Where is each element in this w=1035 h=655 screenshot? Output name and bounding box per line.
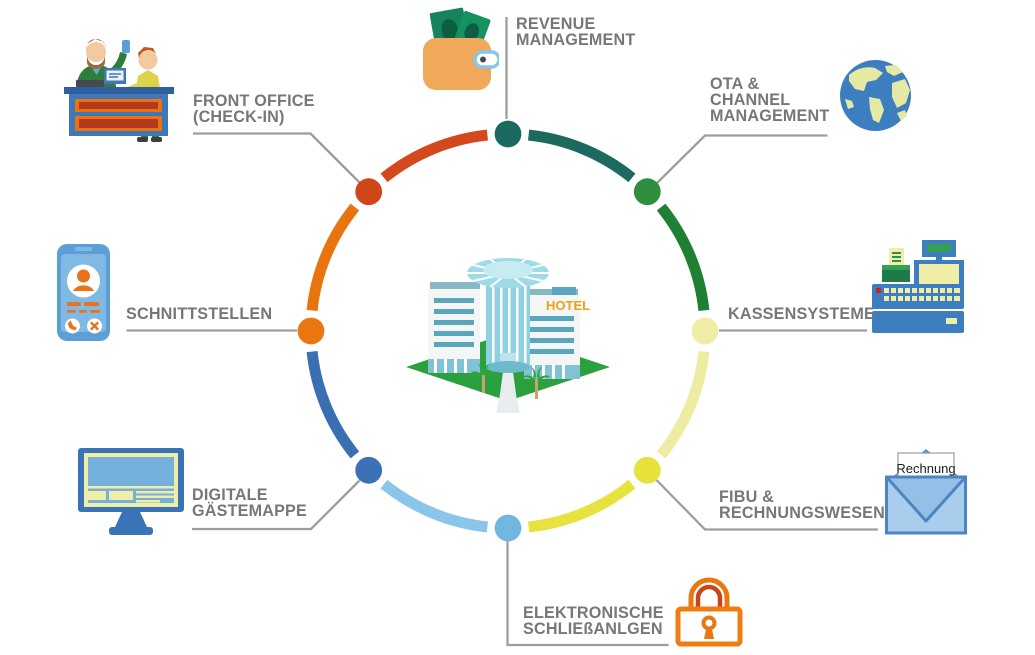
- label-line: ELEKTRONISCHE: [523, 603, 664, 622]
- ring-arc-kassensysteme: [656, 350, 710, 459]
- label-line: MANAGEMENT: [710, 106, 830, 125]
- ring-node-elektronische-schliessanlagen: [494, 514, 522, 542]
- label-line: CHANNEL: [710, 90, 791, 109]
- ring-node-ota-channel-management: [633, 178, 661, 206]
- invoice-paper-label: Rechnung: [896, 461, 955, 476]
- ring-arc-digitale-gaestemappe: [306, 350, 360, 459]
- cash-register-icon: [872, 238, 964, 335]
- label-revenue-management: REVENUE MANAGEMENT: [516, 14, 636, 49]
- label-line: REVENUE: [516, 14, 596, 33]
- ring: [297, 120, 719, 542]
- connector-lines: [126, 17, 878, 647]
- connector-fibu: [655, 479, 878, 531]
- label-line: DIGITALE: [192, 485, 268, 504]
- smartphone-icon: [57, 244, 111, 342]
- monitor-icon: [78, 448, 186, 536]
- label-line: SCHNITTSTELLEN: [126, 304, 273, 323]
- hotel-building-icon: HOTEL: [400, 227, 616, 417]
- label-ota-channel-management: OTA & CHANNEL MANAGEMENT: [710, 74, 830, 125]
- hotel-sign: HOTEL: [546, 298, 590, 313]
- wallet-money-icon: [423, 6, 501, 94]
- label-elektronische-schliessanlagen: ELEKTRONISCHE SCHLIEßANLGEN: [523, 603, 664, 638]
- ring-arc-front-office-check-in: [380, 129, 489, 183]
- label-digitale-gaestemappe: DIGITALE GÄSTEMAPPE: [192, 485, 307, 520]
- label-line: FIBU &: [719, 487, 774, 506]
- ring-arc-ota-channel-management: [656, 203, 710, 312]
- label-line: RECHNUNGSWESEN: [719, 503, 885, 522]
- ring-node-revenue-management: [494, 120, 522, 148]
- reception-desk-icon: [62, 28, 178, 146]
- label-fibu-rechnungswesen: FIBU & RECHNUNGSWESEN: [719, 487, 885, 522]
- ring-node-fibu-rechnungswesen: [633, 456, 661, 484]
- connector-front-office: [193, 132, 361, 184]
- connector-gaestemappe: [192, 479, 361, 531]
- label-schnittstellen: SCHNITTSTELLEN: [126, 304, 273, 323]
- invoice-envelope-icon: Rechnung: [885, 443, 967, 535]
- label-line: FRONT OFFICE: [193, 91, 315, 110]
- ring-node-schnittstellen: [297, 317, 325, 345]
- label-line: OTA &: [710, 74, 760, 93]
- ring-node-kassensysteme: [691, 317, 719, 345]
- ring-node-front-office-check-in: [355, 178, 383, 206]
- ring-arc-elektronische-schliessanlagen: [380, 479, 489, 533]
- label-line: KASSENSYSTEME: [728, 304, 875, 323]
- connector-ota-channel: [655, 134, 828, 185]
- ring-node-digitale-gaestemappe: [355, 456, 383, 484]
- label-front-office-check-in: FRONT OFFICE (CHECK-IN): [193, 91, 315, 126]
- label-kassensysteme: KASSENSYSTEME: [728, 304, 875, 323]
- padlock-icon: [675, 569, 743, 647]
- ring-arc-fibu-rechnungswesen: [527, 479, 636, 533]
- label-line: SCHLIEßANLGEN: [523, 619, 663, 638]
- globe-icon: [839, 59, 912, 132]
- ring-arc-schnittstellen: [306, 203, 360, 312]
- label-line: MANAGEMENT: [516, 30, 636, 49]
- label-line: GÄSTEMAPPE: [192, 501, 307, 520]
- connector-schliessanlagen: [506, 541, 669, 647]
- label-line: (CHECK-IN): [193, 107, 285, 126]
- ring-arc-revenue-management: [527, 129, 636, 183]
